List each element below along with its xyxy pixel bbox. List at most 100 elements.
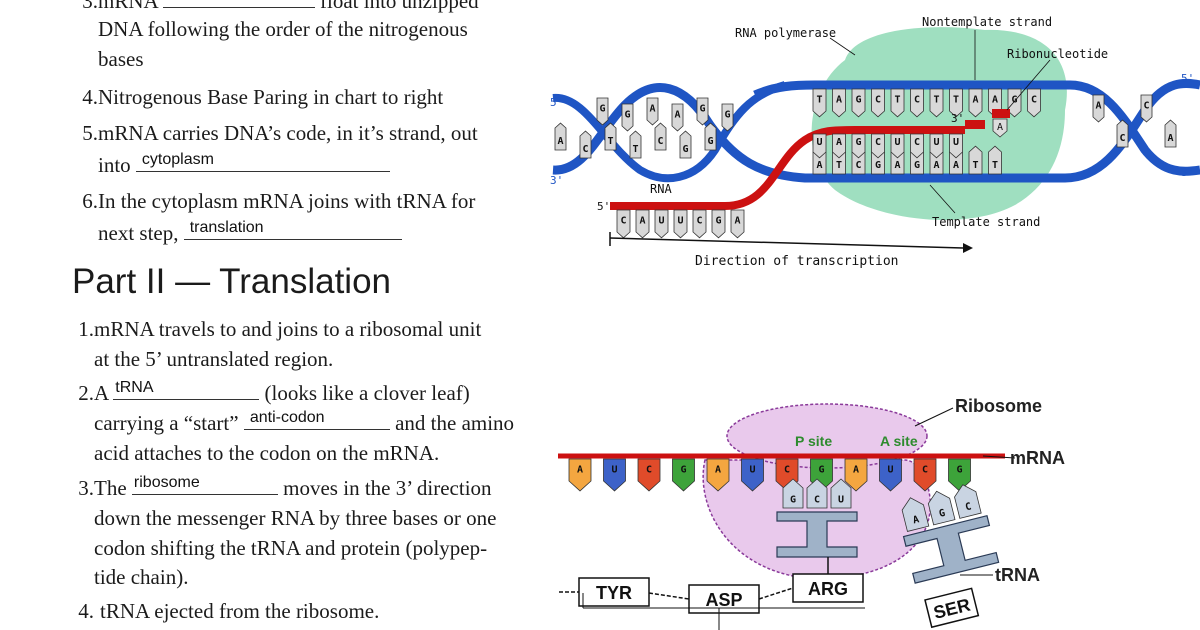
label-mrna: mRNA <box>1010 448 1065 468</box>
rna-tail-base: A <box>635 209 650 239</box>
cytoplasm-blank[interactable]: cytoplasm <box>135 151 390 172</box>
svg-text:T: T <box>607 136 613 147</box>
rna-tail-base: C <box>616 209 631 239</box>
svg-text:5': 5' <box>1181 72 1194 85</box>
part2-item3-line3: codon shifting the tRNA and protein (pol… <box>94 536 488 560</box>
left-helix-base: G <box>704 122 717 151</box>
svg-text:C: C <box>1119 133 1125 144</box>
svg-text:3': 3' <box>1181 166 1194 179</box>
svg-text:G: G <box>956 465 962 476</box>
svg-text:G: G <box>875 160 881 171</box>
svg-text:U: U <box>894 137 900 148</box>
left-helix-base: G <box>596 97 609 126</box>
svg-text:T: T <box>933 95 939 106</box>
svg-text:C: C <box>855 160 861 171</box>
svg-text:U: U <box>887 465 893 476</box>
rna-base: G <box>851 133 866 159</box>
svg-text:A: A <box>972 95 978 106</box>
svg-text:C: C <box>657 136 663 147</box>
translation-answer: translation <box>189 219 264 236</box>
left-helix-base: C <box>579 130 592 159</box>
ribonucleotide-2 <box>992 109 1010 118</box>
trna-blank[interactable]: tRNA <box>113 379 260 400</box>
template-base: T <box>988 145 1002 175</box>
svg-text:C: C <box>784 465 790 476</box>
nontemplate-base: C <box>1027 88 1041 118</box>
mrna-base: A <box>568 458 592 492</box>
svg-text:G: G <box>914 160 920 171</box>
label-a-site: A site <box>880 433 918 449</box>
svg-text:A: A <box>557 136 563 147</box>
svg-text:A: A <box>1167 133 1173 144</box>
svg-text:A: A <box>715 465 721 476</box>
label-ribonucleotide: Ribonucleotide <box>1007 47 1108 61</box>
svg-text:A: A <box>992 95 998 106</box>
rna-tail-base: U <box>654 209 669 239</box>
svg-text:T: T <box>953 95 959 106</box>
svg-text:T: T <box>816 95 822 106</box>
rna-tail-base: C <box>692 209 707 239</box>
mrna-base: A <box>844 458 868 492</box>
item3-line3: bases <box>98 47 144 71</box>
svg-text:U: U <box>677 216 683 227</box>
left-helix-base: A <box>671 103 684 132</box>
trna-answer: tRNA <box>115 379 154 396</box>
template-base: T <box>968 145 983 175</box>
part2-item2-line3: acid attaches to the codon on the mRNA. <box>94 441 440 465</box>
svg-text:A: A <box>639 216 645 227</box>
left-helix-back-strand <box>552 81 787 183</box>
part2-item2-line2: carrying a “start” anti-codon and the am… <box>94 409 515 436</box>
svg-text:G: G <box>715 216 721 227</box>
label-ribosome: Ribosome <box>955 396 1042 416</box>
ribosome-blank[interactable]: ribosome <box>131 474 278 495</box>
rna-base: U <box>812 133 827 159</box>
part2-heading: Part II — Translation <box>72 262 392 301</box>
rna-strand <box>610 126 965 210</box>
nontemplate-base: G <box>1007 88 1022 118</box>
svg-text:G: G <box>699 104 705 115</box>
svg-text:T: T <box>992 160 998 171</box>
ribonucleotide-1 <box>965 120 985 129</box>
right-helix-base: C <box>1116 119 1129 148</box>
label-rna: RNA <box>650 182 672 196</box>
left-helix-base: T <box>604 122 617 151</box>
svg-text:G: G <box>855 95 861 106</box>
left-helix-base: G <box>679 130 692 159</box>
item3-blank[interactable] <box>162 0 315 8</box>
translation-blank[interactable]: translation <box>183 219 402 240</box>
left-helix-base: C <box>654 122 667 151</box>
rna-base: C <box>871 133 885 159</box>
svg-text:A: A <box>816 160 822 171</box>
free-anticodon-base: A <box>901 497 930 532</box>
svg-text:U: U <box>816 137 822 148</box>
left-helix-base: A <box>646 97 659 126</box>
left-helix-base: A <box>554 122 567 151</box>
svg-text:A: A <box>674 110 680 121</box>
svg-text:3': 3' <box>951 112 964 125</box>
right-helix-base: A <box>1092 94 1105 123</box>
svg-text:G: G <box>855 137 861 148</box>
svg-text:A: A <box>836 95 842 106</box>
svg-text:U: U <box>749 465 755 476</box>
part2-item1-line2: at the 5’ untranslated region. <box>94 347 334 371</box>
label-direction-of-transcription: Direction of transcription <box>695 254 899 269</box>
svg-text:G: G <box>682 144 688 155</box>
svg-text:A: A <box>997 122 1003 133</box>
cytoplasm-answer: cytoplasm <box>141 151 214 168</box>
free-anticodon-base: G <box>927 490 956 526</box>
mrna-base: G <box>948 458 971 492</box>
svg-text:ARG: ARG <box>808 579 848 599</box>
svg-text:U: U <box>933 137 939 148</box>
anticodon-blank[interactable]: anti-codon <box>243 409 390 430</box>
part2-item3-line4: tide chain). <box>94 565 189 589</box>
anticodon-base: U <box>830 478 852 509</box>
svg-text:G: G <box>1011 95 1017 106</box>
svg-text:G: G <box>724 110 730 121</box>
label-trna: tRNA <box>995 565 1040 585</box>
direction-arrow <box>609 237 964 249</box>
